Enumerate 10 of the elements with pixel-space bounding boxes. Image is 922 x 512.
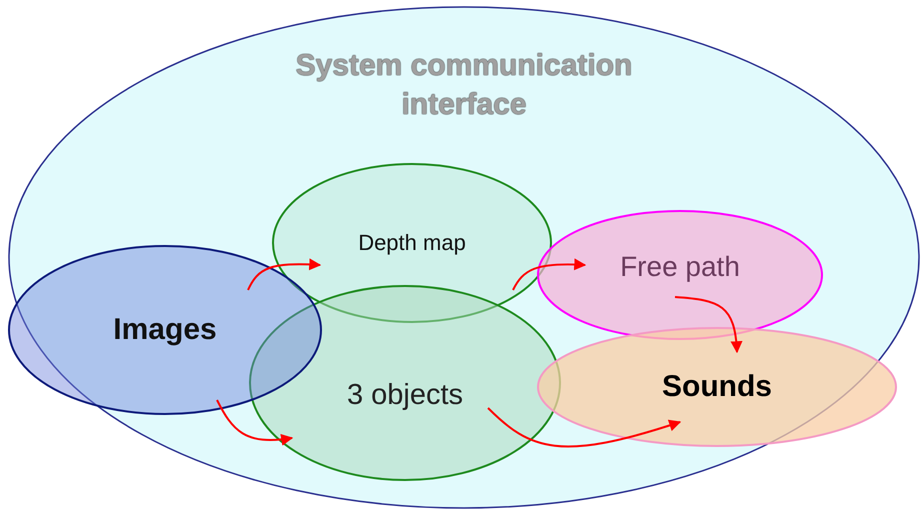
curved-arrow (512, 258, 586, 290)
node-label: Images (113, 313, 217, 347)
curved-arrow (674, 296, 742, 354)
node-label: Depth map (358, 230, 466, 256)
curved-arrow (216, 400, 294, 446)
node-label: Free path (620, 251, 740, 283)
node-label: System communication interface (294, 48, 634, 123)
node-label: 3 objects (346, 378, 464, 412)
curved-arrow (487, 407, 682, 448)
node-label: Sounds (662, 370, 772, 404)
